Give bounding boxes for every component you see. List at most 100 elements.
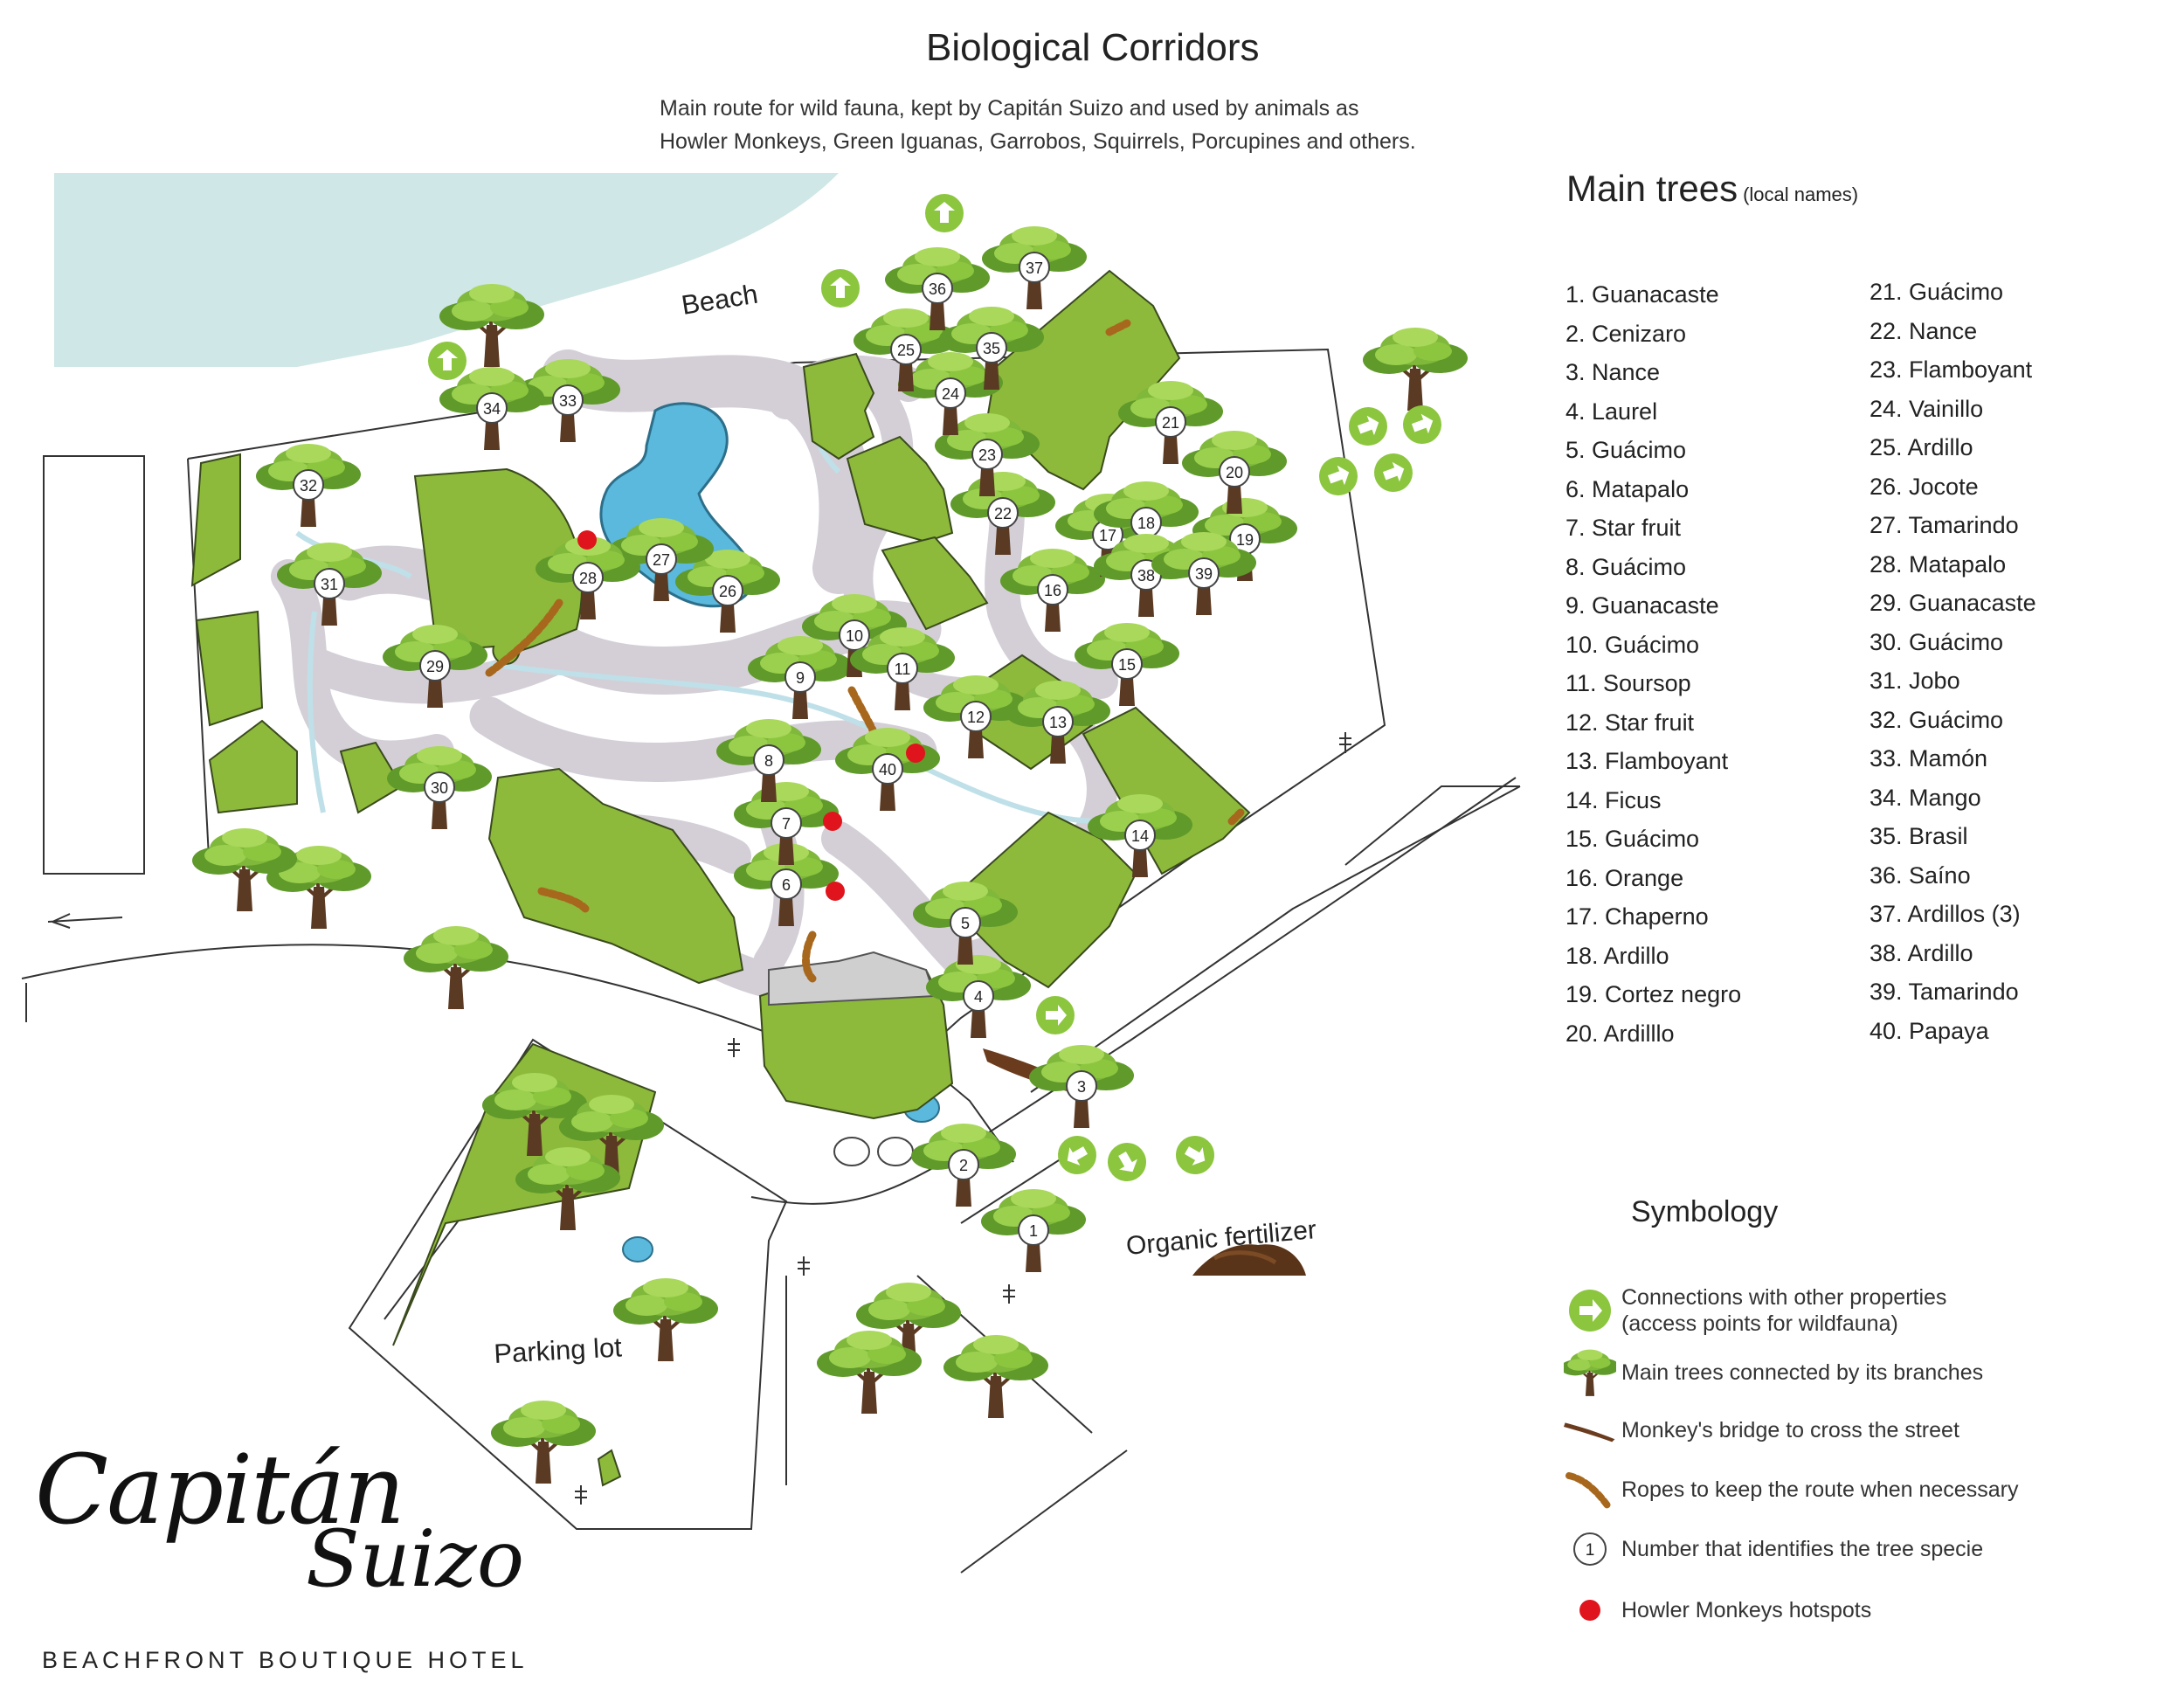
tree-icon — [1361, 326, 1469, 412]
legend-text: Main trees connected by its branches — [1621, 1359, 1983, 1386]
street-arrow — [47, 913, 123, 929]
tree-marker: 25 — [852, 307, 960, 393]
tree-number: 38 — [1137, 567, 1155, 585]
logo-suizo: Suizo — [306, 1513, 525, 1605]
tree-marker: 6 — [732, 841, 840, 928]
tree-marker: 11 — [848, 626, 957, 712]
tree-list-item: 35. Brasil — [1870, 823, 1968, 849]
buildings — [190, 269, 1251, 1487]
tree-marker: 3 — [1027, 1043, 1136, 1130]
tree-marker: 31 — [275, 541, 384, 627]
tree-number: 24 — [942, 385, 959, 403]
tree-icon — [402, 924, 510, 1011]
tree-marker: 36 — [883, 246, 992, 332]
legend-text: Howler Monkeys hotspots — [1621, 1597, 1871, 1623]
tree-number: 15 — [1118, 656, 1136, 674]
tree-marker: 5 — [911, 880, 1019, 966]
tree-list-item: 26. Jocote — [1870, 473, 1979, 500]
tree-list-item: 18. Ardillo — [1565, 942, 1669, 969]
rope-icon — [1564, 1470, 1616, 1510]
tree-list-item: 15. Guácimo — [1565, 826, 1700, 852]
tree-number: 3 — [1077, 1078, 1086, 1096]
legend-line: Number that identifies the tree specie — [1621, 1537, 1984, 1561]
tree-marker: 18 — [1092, 480, 1200, 566]
hotspot-layer — [577, 530, 925, 901]
legend-line: Ropes to keep the route when necessary — [1621, 1477, 2019, 1502]
symbology-heading: Symbology — [1631, 1195, 1779, 1228]
subtitle-line: Main route for wild fauna, kept by Capit… — [660, 96, 1359, 121]
tree-marker: 12 — [922, 674, 1030, 760]
tree-list-item: 12. Star fruit — [1565, 709, 1695, 736]
ropes — [485, 319, 1245, 983]
tree-list-item: 21. Guácimo — [1870, 279, 2004, 305]
tree-marker: 37 — [980, 225, 1089, 311]
tree-number: 18 — [1137, 515, 1155, 532]
tree-number: 13 — [1049, 714, 1067, 731]
main-trees-heading: Main trees(local names) — [1566, 168, 1858, 210]
tree-number: 11 — [895, 661, 911, 678]
tree-number: 25 — [897, 342, 915, 359]
howler-hotspot — [826, 882, 845, 901]
tree-marker: 23 — [933, 412, 1041, 498]
tree-marker: 8 — [715, 717, 823, 804]
legend-text: Number that identifies the tree specie — [1621, 1536, 1983, 1562]
main-trees-note: (local names) — [1743, 183, 1859, 205]
tree-list-item: 22. Nance — [1870, 317, 1978, 344]
howler-hotspot — [577, 530, 597, 550]
howler-hotspot — [823, 812, 842, 831]
tree-list-item: 36. Saíno — [1870, 861, 1971, 889]
hotspot-dot-icon — [1564, 1590, 1616, 1630]
connection-arrow-icon — [1564, 1290, 1616, 1332]
tree-number: 14 — [1131, 827, 1149, 845]
tree-number: 37 — [1026, 259, 1043, 277]
annex-structures — [768, 951, 936, 1007]
tree-marker: 13 — [1004, 679, 1112, 765]
tree-list-item: 4. Laurel — [1565, 398, 1658, 425]
parking-fountain — [622, 1236, 653, 1263]
tree-marker: 34 — [438, 365, 546, 452]
connection-arrow-icon — [1397, 399, 1448, 450]
tree-list-item: 34. Mango — [1870, 784, 1981, 811]
tree-number: 23 — [978, 446, 996, 464]
tree-number: 33 — [559, 392, 577, 410]
tree-number: 1 — [1029, 1222, 1038, 1240]
legend-line: Connections with other properties — [1621, 1285, 1947, 1310]
tree-marker: 28 — [534, 535, 642, 621]
tree-list-item: 11. Soursop — [1565, 670, 1691, 696]
tree-number: 7 — [782, 815, 791, 833]
tree-number: 16 — [1044, 582, 1061, 599]
tree-marker: 20 — [1180, 429, 1289, 515]
legend-line: Main trees connected by its branches — [1621, 1360, 1984, 1385]
tree-list-item: 3. Nance — [1565, 359, 1661, 385]
tree-number: 17 — [1099, 527, 1116, 544]
tree-marker: 16 — [999, 547, 1107, 633]
tree-list-item: 2. Cenizaro — [1565, 320, 1687, 347]
tree-icon — [942, 1333, 1050, 1420]
legend-row: Monkey's bridge to cross the street — [1564, 1410, 1959, 1450]
tree-icon — [489, 1399, 598, 1485]
connection-arrow-icon — [821, 269, 860, 308]
main-trees-title: Main trees — [1566, 168, 1738, 209]
tree-number: 19 — [1236, 531, 1254, 549]
tree-number: 20 — [1226, 464, 1243, 481]
tree-number: 30 — [431, 779, 448, 797]
tree-marker: 14 — [1086, 792, 1194, 879]
connection-arrow-icon — [1036, 996, 1075, 1034]
tree-number: 21 — [1162, 414, 1179, 432]
tree-number: 12 — [967, 709, 985, 726]
howler-hotspot — [906, 744, 925, 763]
tree-marker: 7 — [732, 780, 840, 867]
legend-row: Main trees connected by its branches — [1564, 1348, 1983, 1397]
tree-marker: 39 — [1150, 530, 1258, 617]
tree-list-item: 20. Ardilllo — [1565, 1020, 1675, 1047]
tree-list-item: 31. Jobo — [1870, 668, 1960, 694]
tree-list-item: 17. Chaperno — [1565, 903, 1709, 930]
tree-list-item: 13. Flamboyant — [1565, 748, 1729, 774]
tree-number: 9 — [796, 669, 805, 687]
tree-number: 2 — [959, 1157, 968, 1174]
tree-list-item: 25. Ardillo — [1870, 434, 1973, 460]
connection-arrow-icon — [1050, 1128, 1104, 1182]
